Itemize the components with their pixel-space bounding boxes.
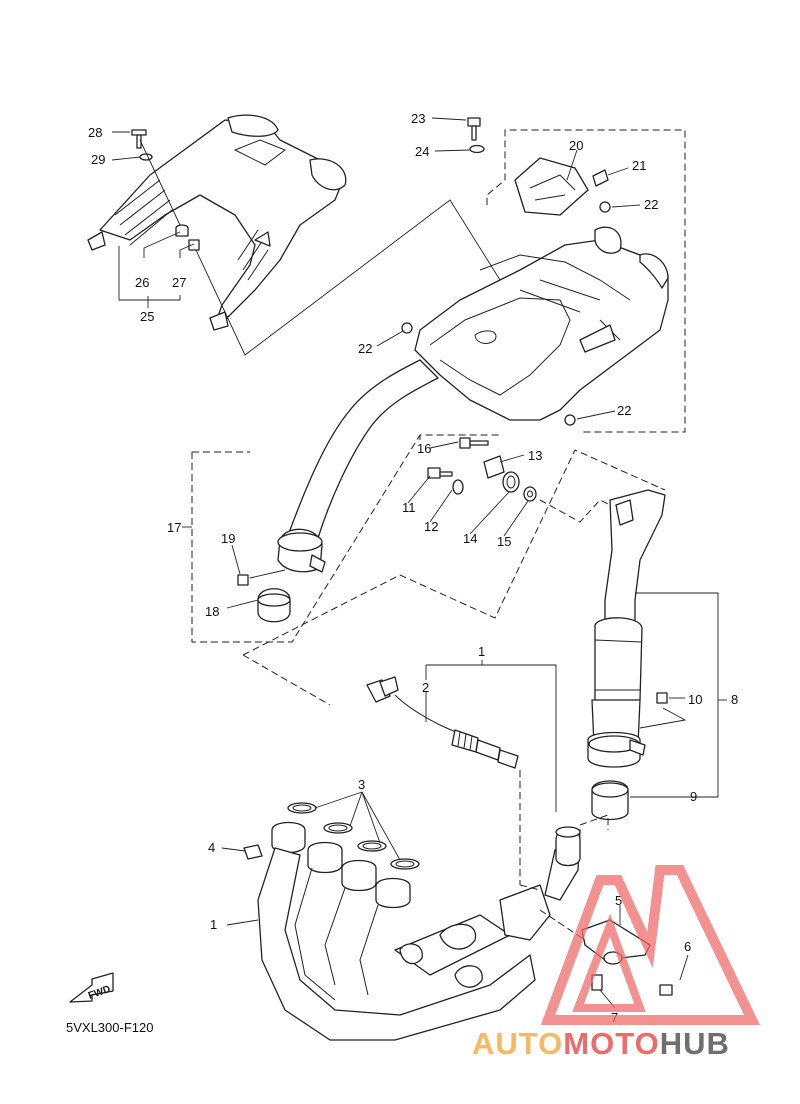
oxygen-sensor bbox=[366, 676, 519, 769]
screw-28 bbox=[131, 129, 147, 149]
callout-1: 1 bbox=[478, 644, 485, 659]
leaders-front-pipe bbox=[579, 592, 727, 830]
callout-22-upper: 22 bbox=[644, 197, 658, 212]
leaders-headers bbox=[226, 884, 541, 926]
callout-25: 25 bbox=[140, 309, 154, 324]
callout-17: 17 bbox=[167, 520, 181, 535]
callout-10: 10 bbox=[688, 692, 702, 707]
callout-24: 24 bbox=[415, 144, 429, 159]
exhaust-headers bbox=[257, 821, 581, 1041]
gaskets bbox=[287, 802, 420, 870]
callout-20: 20 bbox=[569, 138, 583, 153]
callout-15: 15 bbox=[497, 534, 511, 549]
diagram-code: 5VXL300-F120 bbox=[66, 1020, 153, 1035]
fwd-arrow-icon: FWD bbox=[69, 972, 114, 1003]
watermark-text: AUTOMOTOHUB bbox=[472, 1026, 730, 1061]
callout-19: 19 bbox=[221, 531, 235, 546]
grommet-27 bbox=[188, 239, 200, 251]
front-pipe-catalyst bbox=[587, 489, 668, 821]
muffler-body bbox=[414, 157, 669, 421]
leaders-top-left bbox=[111, 131, 501, 356]
callout-3: 3 bbox=[358, 777, 365, 792]
leaders-sensor bbox=[425, 660, 557, 885]
leaders-gaskets bbox=[221, 791, 401, 861]
callout-5: 5 bbox=[615, 893, 622, 908]
connecting-pipe bbox=[237, 359, 439, 623]
callout-6: 6 bbox=[684, 939, 691, 954]
leaders-connecting-pipe bbox=[182, 434, 500, 643]
callout-18: 18 bbox=[205, 604, 219, 619]
watermark-logo: AUTOMOTOHUB bbox=[472, 865, 760, 1061]
callout-26: 26 bbox=[135, 275, 149, 290]
callout-8: 8 bbox=[731, 692, 738, 707]
callout-28: 28 bbox=[88, 125, 102, 140]
callout-4: 4 bbox=[208, 840, 215, 855]
callout-11: 11 bbox=[402, 500, 416, 515]
leaders-muffler bbox=[376, 117, 686, 433]
washer-29 bbox=[139, 153, 153, 161]
callout-27: 27 bbox=[172, 275, 186, 290]
callout-1-headers: 1 bbox=[210, 917, 217, 932]
callout-12: 12 bbox=[424, 519, 438, 534]
callout-labels: 1 1 2 3 4 5 6 7 8 9 10 11 12 13 14 15 16… bbox=[88, 111, 738, 1025]
callout-13: 13 bbox=[528, 448, 542, 463]
callout-29: 29 bbox=[91, 152, 105, 167]
callout-2: 2 bbox=[422, 680, 429, 695]
callout-22-left: 22 bbox=[358, 341, 372, 356]
nut-4 bbox=[243, 844, 263, 860]
callout-14: 14 bbox=[463, 531, 477, 546]
collar-26 bbox=[175, 224, 189, 237]
callout-23: 23 bbox=[411, 111, 425, 126]
callout-9: 9 bbox=[690, 789, 697, 804]
bolts-washers-group bbox=[427, 437, 537, 502]
leaders-small-parts bbox=[242, 435, 666, 706]
heat-shield-cover bbox=[87, 114, 347, 331]
callout-21: 21 bbox=[632, 158, 646, 173]
muffler-fasteners bbox=[401, 117, 611, 426]
callout-16: 16 bbox=[417, 441, 431, 456]
callout-22-lower: 22 bbox=[617, 403, 631, 418]
